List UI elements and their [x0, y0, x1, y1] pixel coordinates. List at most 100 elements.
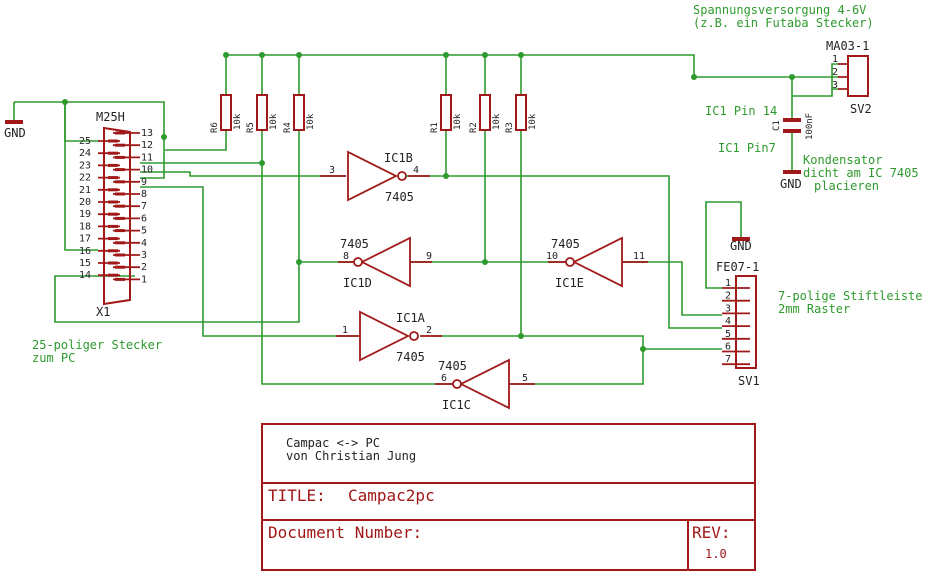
dsub-pin-label: 17 — [79, 234, 91, 245]
dsub-pin-label: 25 — [79, 136, 91, 147]
dsub-pin-label: 22 — [79, 173, 91, 184]
gate-ic1a-out-pin: 2 — [426, 325, 432, 336]
resistor-r5: R5 10k — [246, 94, 279, 133]
resistor-r3-value: 10k — [528, 113, 538, 130]
title-block-dividers — [262, 482, 755, 570]
power-pin-3: 3 — [832, 80, 838, 91]
junctions — [62, 52, 795, 352]
gate-ic1a: IC1A 7405 1 2 — [336, 310, 442, 364]
dsub-pin-label: 5 — [141, 226, 147, 237]
dsub-pin-22: 22 — [79, 173, 120, 184]
capacitor-pin7-label: IC1 Pin7 — [718, 141, 776, 155]
gate-ic1e-label: IC1E — [555, 276, 584, 290]
dsub-pin-2: 2 — [113, 262, 147, 273]
gate-ic1d: 7405 IC1D 9 8 — [338, 236, 432, 290]
dsub-pin-6: 6 — [113, 213, 147, 224]
dsub-pin-label: 12 — [141, 140, 153, 151]
dsub-pin-label: 21 — [79, 185, 91, 196]
gate-ic1c-in-pin: 5 — [522, 373, 528, 384]
gate-ic1a-type: 7405 — [396, 350, 425, 364]
header-name: FE07-1 — [716, 260, 759, 274]
dsub-pin-15: 15 — [79, 258, 120, 269]
capacitor-plate-bottom — [783, 129, 801, 133]
header-pin-7: 7 — [722, 354, 750, 365]
dsub-pin-label: 23 — [79, 160, 91, 171]
dsub-pin-label: 20 — [79, 197, 91, 208]
dsub-pin-12: 12 — [113, 140, 153, 151]
resistor-r4: R4 10k — [283, 94, 316, 133]
dsub-connector: M25H 13121110987654321252423222120191817… — [32, 110, 162, 365]
dsub-pin-19: 19 — [79, 209, 120, 220]
dsub-pin-label: 19 — [79, 209, 91, 220]
power-title-line2: (z.B. ein Futaba Stecker) — [693, 16, 874, 30]
gate-ic1d-in-pin: 9 — [426, 251, 432, 262]
title-block-line1: Campac <-> PC — [286, 436, 380, 450]
header-ref: SV1 — [738, 374, 760, 388]
dsub-ref: X1 — [96, 305, 110, 319]
gate-ic1e-type: 7405 — [551, 237, 580, 251]
dsub-pin-18: 18 — [79, 221, 120, 232]
dsub-pin-label: 8 — [141, 189, 147, 200]
dsub-caption-line1: 25-poliger Stecker — [32, 338, 162, 352]
capacitor-c1: C1 100nF IC1 Pin 14 IC1 Pin7 Kondensator… — [705, 104, 919, 193]
dsub-pin-24: 24 — [79, 148, 120, 159]
resistor-r1: R1 10k — [430, 94, 463, 133]
dsub-pin-4: 4 — [113, 238, 147, 249]
dsub-pin-5: 5 — [113, 226, 147, 237]
capacitor-note-line3: placieren — [814, 179, 879, 193]
dsub-pin-20: 20 — [79, 197, 120, 208]
gate-ic1c: 7405 IC1C 5 6 — [435, 358, 535, 412]
rev-label: REV: — [692, 523, 731, 542]
gate-ic1b-type: 7405 — [385, 190, 414, 204]
document-number-label: Document Number: — [268, 523, 422, 542]
resistor-r1-value: 10k — [453, 113, 463, 130]
capacitor-plate-top — [783, 118, 801, 122]
power-connector-ref: SV2 — [850, 102, 872, 116]
rev-value: 1.0 — [705, 547, 727, 561]
gate-ic1c-type: 7405 — [438, 359, 467, 373]
dsub-pin-label: 2 — [141, 262, 147, 273]
resistor-r6-name: R6 — [210, 122, 220, 133]
header-pin-6: 6 — [722, 342, 750, 353]
title-label: TITLE: — [268, 486, 326, 505]
resistor-r2: R2 10k — [469, 94, 502, 133]
header-body — [735, 275, 757, 369]
gnd-label-header: GND — [730, 239, 752, 253]
header-pin-1: 1 — [722, 278, 750, 289]
header-pin-3: 3 — [722, 303, 750, 314]
resistor-r4-name: R4 — [283, 122, 293, 133]
gate-ic1a-in-pin: 1 — [342, 325, 348, 336]
title-value: Campac2pc — [348, 486, 435, 505]
gate-ic1b-label: IC1B — [384, 151, 413, 165]
dsub-pin-label: 4 — [141, 238, 147, 249]
dsub-pin-25: 25 — [79, 136, 120, 147]
dsub-pin-23: 23 — [79, 160, 120, 171]
dsub-pin-label: 9 — [141, 177, 147, 188]
header-pin-label: 1 — [725, 278, 731, 289]
dsub-pin-label: 11 — [141, 152, 153, 163]
dsub-pins: 1312111098765432125242322212019181716151… — [79, 128, 153, 285]
gate-ic1c-out-pin: 6 — [441, 373, 447, 384]
dsub-pin-8: 8 — [113, 189, 147, 200]
power-supply: Spannungsversorgung 4-6V (z.B. ein Futab… — [693, 3, 874, 116]
resistor-r2-value: 10k — [492, 113, 502, 130]
dsub-pin-label: 3 — [141, 250, 147, 261]
wires — [13, 54, 838, 385]
gnd-bar-left — [5, 120, 23, 124]
dsub-pin-13: 13 — [113, 128, 153, 139]
dsub-pin-label: 24 — [79, 148, 91, 159]
dsub-pin-17: 17 — [79, 234, 120, 245]
dsub-pin-label: 14 — [79, 270, 91, 281]
gnd-bar-cap — [783, 170, 801, 174]
resistor-r6: R6 10k — [210, 94, 243, 133]
header-pin-label: 4 — [725, 316, 731, 327]
dsub-pin-14: 14 — [79, 270, 120, 281]
capacitor-value: 100nF — [805, 113, 815, 140]
dsub-pin-label: 1 — [141, 274, 147, 285]
header-pin-label: 5 — [725, 329, 731, 340]
gate-ic1e-in-pin: 11 — [633, 251, 645, 262]
title-block-line2: von Christian Jung — [286, 449, 416, 463]
